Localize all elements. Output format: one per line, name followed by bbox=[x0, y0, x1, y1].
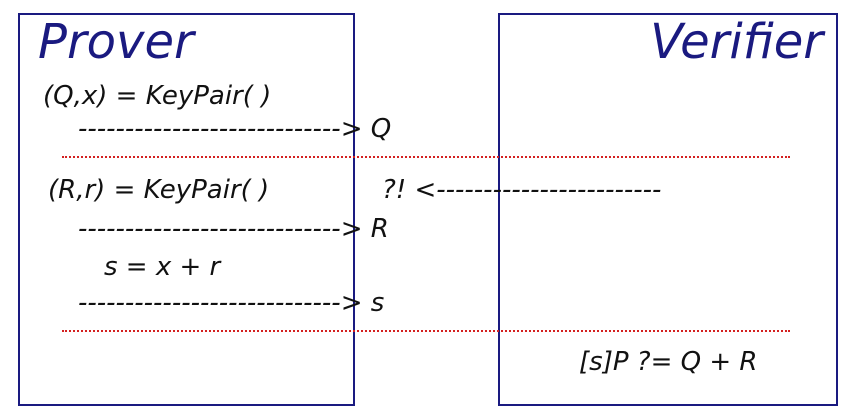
arrow-challenge: ?! <------------------------ bbox=[382, 175, 662, 205]
response-equation: s = x + r bbox=[104, 252, 221, 282]
keypair-r-r: (R,r) = KeyPair( ) bbox=[48, 175, 270, 205]
keypair-q-x: (Q,x) = KeyPair( ) bbox=[43, 81, 272, 111]
verifier-title: Verifier bbox=[650, 14, 823, 70]
verifier-box bbox=[498, 13, 838, 406]
arrow-send-q: ----------------------------> Q bbox=[78, 114, 392, 144]
separator-line-2 bbox=[62, 330, 790, 332]
arrow-send-s: ----------------------------> s bbox=[78, 288, 385, 318]
separator-line-1 bbox=[62, 156, 790, 158]
prover-title: Prover bbox=[38, 14, 194, 70]
verification-equation: [s]P ?= Q + R bbox=[579, 347, 758, 377]
prover-box bbox=[18, 13, 355, 406]
arrow-send-r: ----------------------------> R bbox=[78, 214, 389, 244]
